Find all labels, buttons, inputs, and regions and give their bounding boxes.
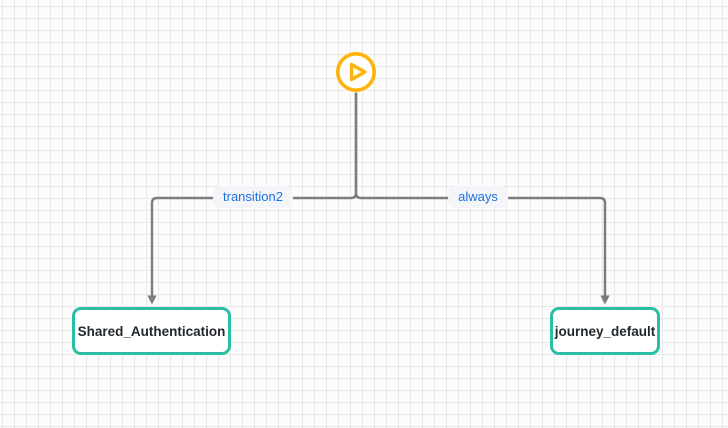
arrowhead-down-icon xyxy=(600,295,610,305)
node-journey-default[interactable]: journey_default xyxy=(550,307,660,355)
node-label: Shared_Authentication xyxy=(77,323,226,339)
arrowhead-down-icon xyxy=(147,295,157,305)
start-node[interactable] xyxy=(334,50,378,94)
node-label: journey_default xyxy=(554,323,656,339)
node-shared-authentication[interactable]: Shared_Authentication xyxy=(72,307,231,355)
edge-label-always[interactable]: always xyxy=(448,186,508,208)
edge-label-transition2[interactable]: transition2 xyxy=(213,186,293,208)
play-icon xyxy=(335,51,377,93)
